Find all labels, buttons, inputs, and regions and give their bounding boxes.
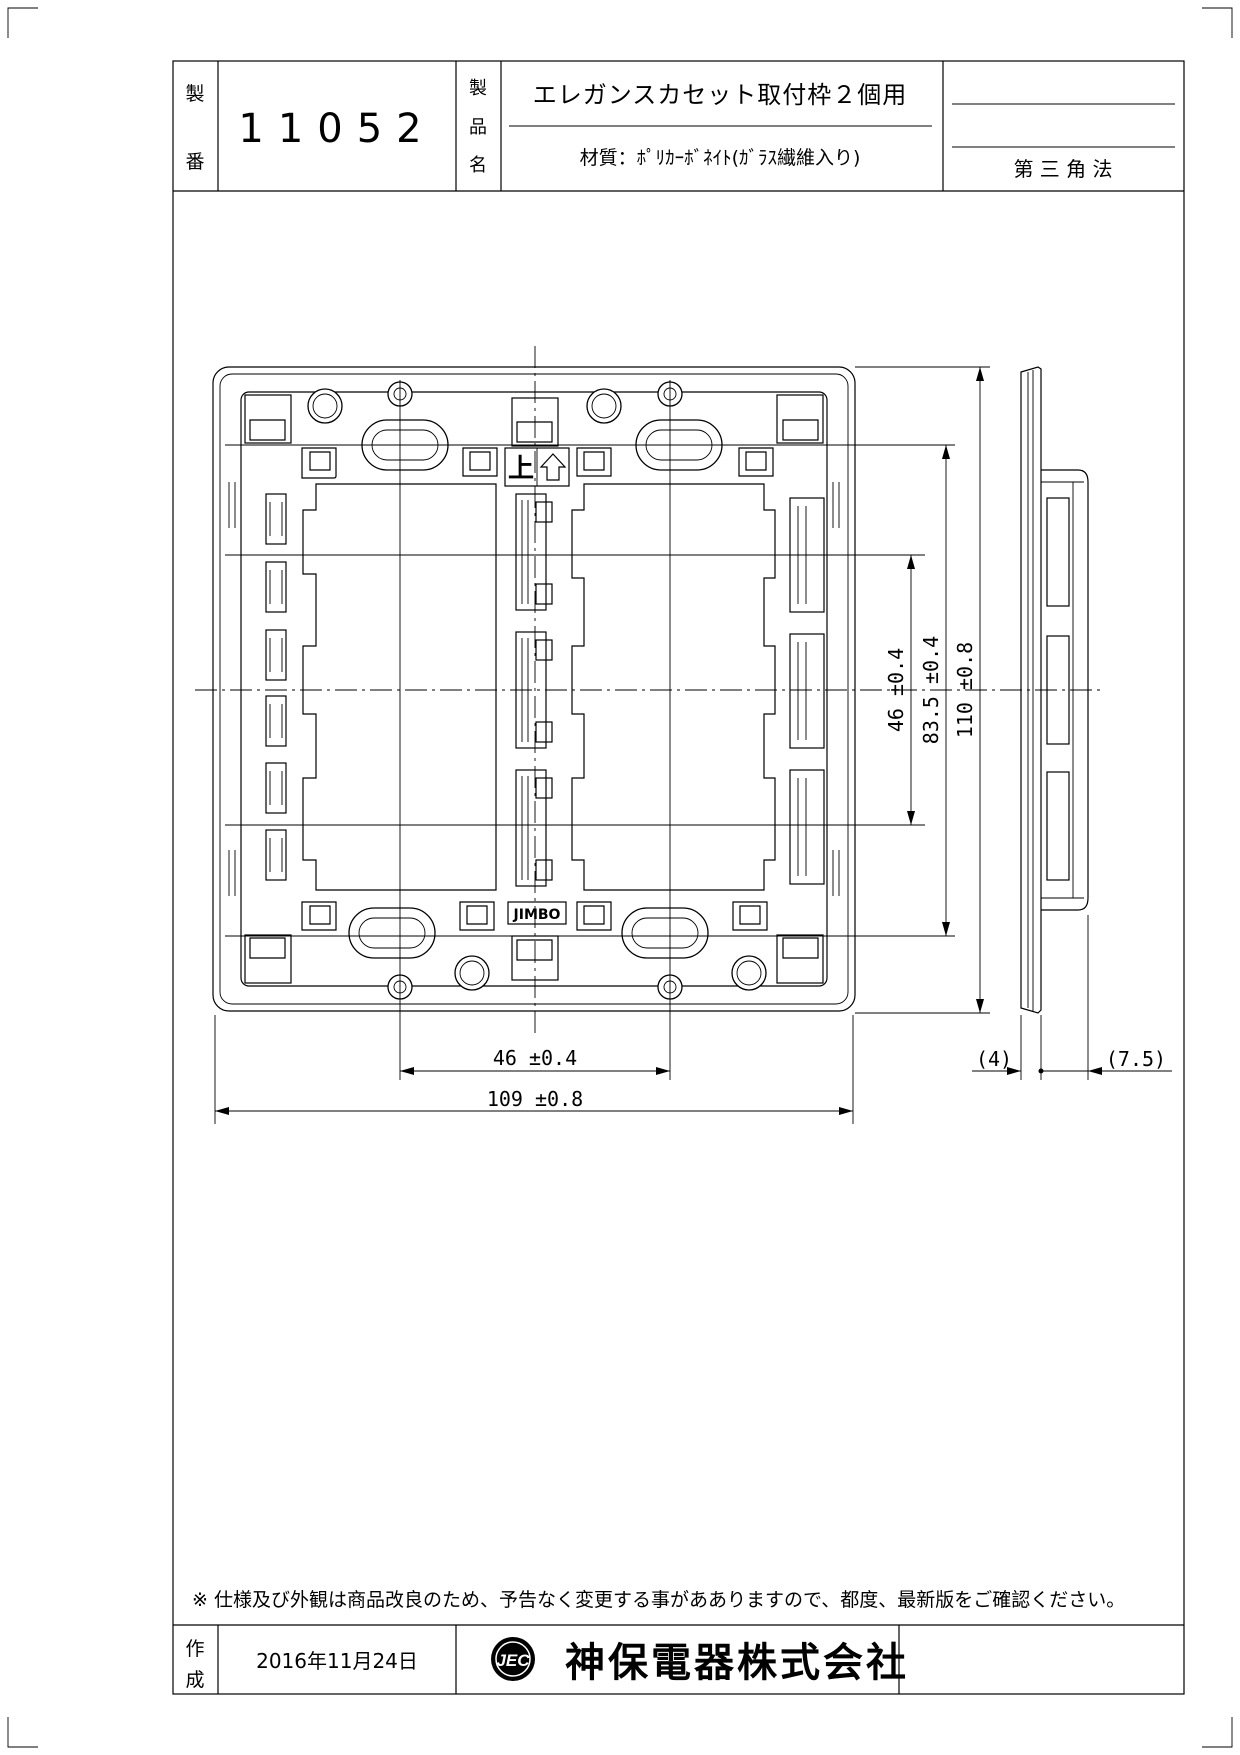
brand-mark-text: JIMBO xyxy=(513,907,561,923)
side-body xyxy=(1041,469,1089,911)
crop-marks xyxy=(7,7,1233,1748)
side-clips xyxy=(1046,497,1070,881)
front-view: 上 JIMBO xyxy=(195,346,1105,1080)
part-no-label-1: 製 xyxy=(185,83,204,105)
product-label-2: 品 xyxy=(469,117,487,138)
up-arrow-icon xyxy=(539,453,567,481)
side-notches xyxy=(228,482,840,896)
projection-method: 第 三 角 法 xyxy=(1013,157,1112,181)
created-label-2: 成 xyxy=(185,1669,204,1691)
frame-inner-edge xyxy=(219,373,849,1005)
right-clip-column xyxy=(789,497,825,885)
up-marking: 上 xyxy=(504,447,570,487)
dimensions-front: 46 ±0.4 109 ±0.8 46 ±0.4 83.5 ±0.4 110 ±… xyxy=(214,366,990,1124)
up-mark-text: 上 xyxy=(508,454,534,484)
title-block: 製 番 11052 製 品 名 エレガンスカセット取付枠２個用 材質：ﾎﾟﾘｶｰ… xyxy=(173,61,1184,192)
mounting-slot xyxy=(621,907,709,959)
side-plate xyxy=(1020,366,1042,1014)
side-view: (4) (7.5) xyxy=(972,366,1172,1080)
logo-text: JEC xyxy=(496,1651,530,1670)
product-name: エレガンスカセット取付枠２個用 xyxy=(533,81,908,109)
center-clip-column xyxy=(515,493,553,887)
row-clips xyxy=(301,447,774,931)
module-opening-right xyxy=(571,483,776,891)
brand-marking: JIMBO xyxy=(507,901,567,925)
part-no-label-2: 番 xyxy=(185,151,204,173)
revision-note: ※ 仕様及び外観は商品改良のため、予告なく変更する事があありますので、都度、最新… xyxy=(192,1589,1125,1611)
left-clip-column xyxy=(265,493,287,881)
product-label-1: 製 xyxy=(469,78,487,99)
module-opening-left xyxy=(302,483,497,891)
part-number: 11052 xyxy=(238,106,435,152)
mounting-slot xyxy=(348,907,436,959)
created-label-1: 作 xyxy=(185,1638,204,1660)
frame-outer-edge xyxy=(212,366,856,1012)
dim-module-pitch-vertical: 46 ±0.4 xyxy=(884,648,908,732)
material-spec: 材質：ﾎﾟﾘｶｰﾎﾞﾈｲﾄ(ｶﾞﾗｽ繊維入り) xyxy=(580,147,861,169)
dim-module-pitch-horizontal: 46 ±0.4 xyxy=(493,1046,577,1070)
product-label-3: 名 xyxy=(469,155,487,176)
dim-plate-thickness: (4) xyxy=(976,1047,1012,1071)
created-date: 2016年11月24日 xyxy=(256,1649,418,1673)
company-logo: JEC xyxy=(491,1637,535,1681)
footer: ※ 仕様及び外観は商品改良のため、予告なく変更する事があありますので、都度、最新… xyxy=(173,1589,1184,1694)
dim-body-depth: (7.5) xyxy=(1106,1047,1166,1071)
dim-overall-width: 109 ±0.8 xyxy=(487,1087,583,1111)
sheet-frame xyxy=(172,60,1185,1695)
dim-mounting-pitch: 83.5 ±0.4 xyxy=(919,636,943,744)
dim-overall-height: 110 ±0.8 xyxy=(953,642,977,738)
company-name: 神保電器株式会社 xyxy=(565,1640,909,1686)
frame-body xyxy=(240,391,828,987)
